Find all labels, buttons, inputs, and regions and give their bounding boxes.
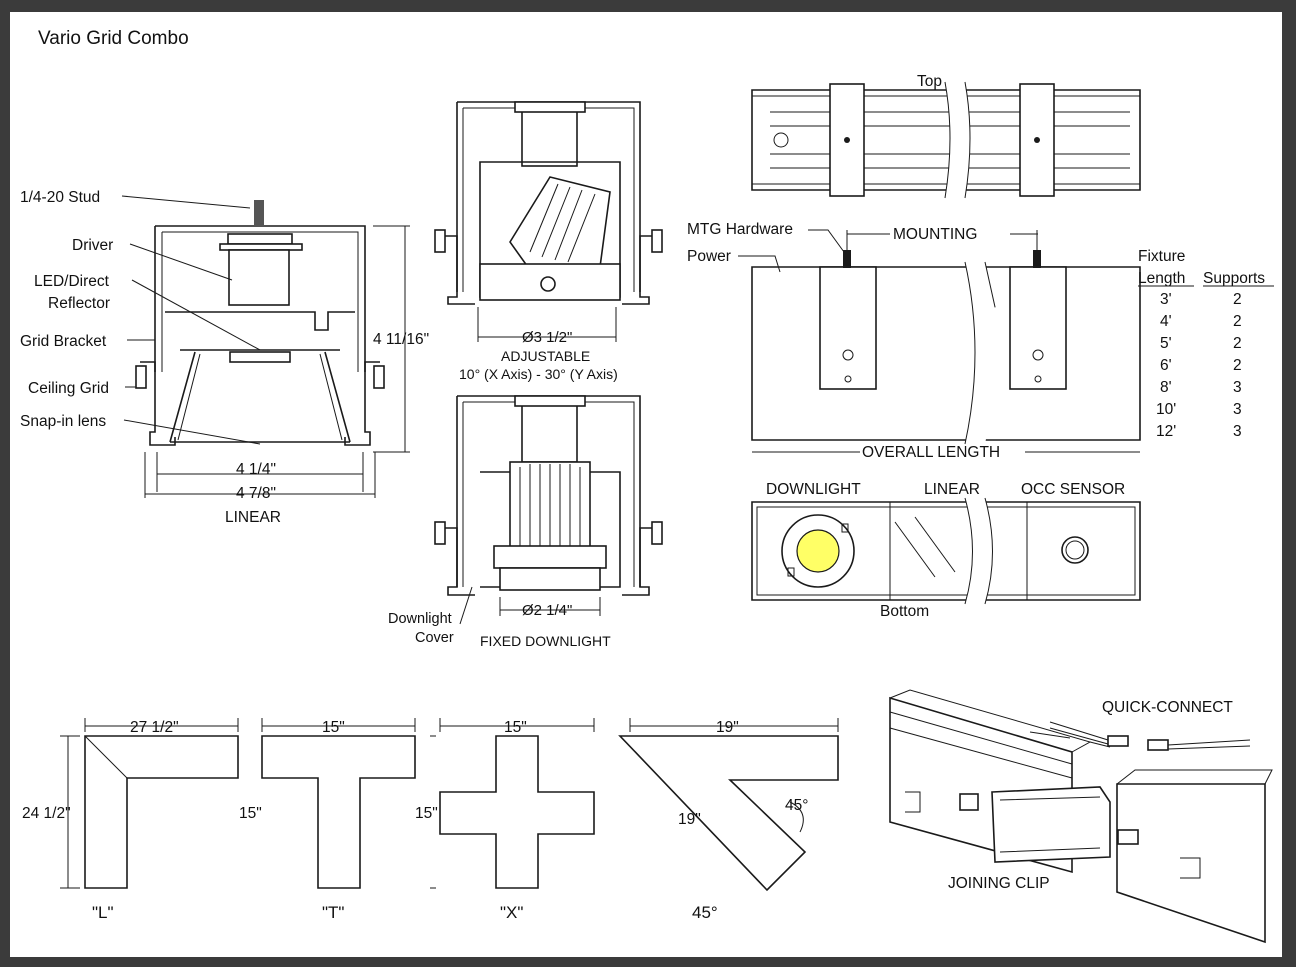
- callout-downlight: Downlight: [388, 611, 452, 627]
- label-occ-sensor: OCC SENSOR: [1021, 481, 1125, 498]
- config-45-shape: [618, 718, 839, 892]
- config-t-label: "T": [322, 903, 344, 922]
- stud-icon: [254, 200, 264, 226]
- config-45-label: 45°: [692, 903, 718, 922]
- config-l-label: "L": [92, 903, 114, 922]
- table-cell-length: 5': [1160, 335, 1172, 352]
- config-t-height: 15": [239, 805, 262, 822]
- config-45-angle: 45°: [785, 797, 808, 814]
- callout-led-direct: LED/Direct: [34, 273, 110, 290]
- label-quick-connect: QUICK-CONNECT: [1102, 699, 1233, 716]
- table-cell-length: 10': [1156, 401, 1176, 418]
- top-view: [751, 81, 1141, 199]
- caption-linear: LINEAR: [225, 509, 281, 526]
- table-cell-supports: 2: [1233, 335, 1242, 352]
- bottom-view: [751, 497, 1141, 605]
- config-x-width: 15": [504, 719, 527, 736]
- table-cell-length: 6': [1160, 357, 1172, 374]
- drawing-sheet: Vario Grid Combo 1/4-20 Stud Driver LED/…: [10, 12, 1282, 957]
- config-x-shape: [430, 718, 595, 889]
- label-overall-length: OVERALL LENGTH: [862, 444, 1000, 461]
- table-cell-supports: 2: [1233, 313, 1242, 330]
- label-mtg-hardware: MTG Hardware: [687, 221, 793, 238]
- callout-snap-in-lens: Snap-in lens: [20, 413, 106, 430]
- adjustable-cross-section: [434, 101, 663, 342]
- label-downlight: DOWNLIGHT: [766, 481, 861, 498]
- supports-table: Fixture Length Supports 3' 2 4' 2 5' 2 6…: [1138, 248, 1274, 440]
- table-cell-length: 3': [1160, 291, 1172, 308]
- dimension-outer-width: 4 7/8": [236, 485, 276, 502]
- table-cell-length: 12': [1156, 423, 1176, 440]
- adjustable-tilt-spec: 10° (X Axis) - 30° (Y Axis): [459, 366, 618, 382]
- config-t-shape: [261, 718, 416, 889]
- table-header-supports: Supports: [1203, 270, 1265, 287]
- label-bottom: Bottom: [880, 603, 929, 620]
- linear-cross-section: [121, 195, 410, 498]
- table-cell-length: 4': [1160, 313, 1172, 330]
- quick-connect-plug-icon: [1107, 735, 1129, 747]
- callout-driver: Driver: [72, 237, 113, 254]
- table-header-length: Length: [1138, 270, 1185, 287]
- table-cell-supports: 2: [1233, 357, 1242, 374]
- table-header-fixture: Fixture: [1138, 248, 1185, 265]
- mtg-hardware-icon: [1033, 250, 1041, 268]
- label-top: Top: [917, 73, 942, 90]
- spec-drawing: Vario Grid Combo 1/4-20 Stud Driver LED/…: [20, 28, 1274, 944]
- config-x-height: 15": [415, 805, 438, 822]
- label-joining-clip: JOINING CLIP: [948, 875, 1050, 892]
- config-45-side: 19": [678, 811, 701, 828]
- callout-reflector: Reflector: [48, 295, 110, 312]
- dimension-inner-width: 4 1/4": [236, 461, 276, 478]
- caption-fixed-downlight: FIXED DOWNLIGHT: [480, 633, 611, 649]
- callout-cover: Cover: [415, 630, 454, 646]
- config-t-width: 15": [322, 719, 345, 736]
- table-cell-length: 8': [1160, 379, 1172, 396]
- downlight-lens-icon: [796, 529, 840, 573]
- config-l-width: 27 1/2": [130, 719, 179, 736]
- label-mounting: MOUNTING: [893, 226, 977, 243]
- table-cell-supports: 3: [1233, 379, 1242, 396]
- quick-connect-plug-icon: [1147, 739, 1169, 751]
- label-power: Power: [687, 248, 731, 265]
- config-45-width: 19": [716, 719, 739, 736]
- callout-stud: 1/4-20 Stud: [20, 189, 100, 206]
- callout-ceiling-grid: Ceiling Grid: [28, 380, 109, 397]
- joining-detail: [889, 689, 1273, 944]
- page-title: Vario Grid Combo: [38, 28, 189, 49]
- joining-clip-icon: [959, 793, 979, 811]
- table-cell-supports: 3: [1233, 423, 1242, 440]
- config-x-label: "X": [500, 903, 523, 922]
- caption-adjustable: ADJUSTABLE: [501, 348, 590, 364]
- fixed-downlight-cross-section: [434, 395, 663, 625]
- config-l-height: 24 1/2": [22, 805, 71, 822]
- table-cell-supports: 3: [1233, 401, 1242, 418]
- dimension-adjustable-aperture: Ø3 1/2": [522, 329, 572, 346]
- dimension-height: 4 11/16": [373, 331, 429, 348]
- config-l-shape: [60, 718, 239, 889]
- table-cell-supports: 2: [1233, 291, 1242, 308]
- callout-grid-bracket: Grid Bracket: [20, 333, 107, 350]
- dimension-fixed-aperture: Ø2 1/4": [522, 602, 572, 619]
- label-linear: LINEAR: [924, 481, 980, 498]
- mtg-hardware-icon: [843, 250, 851, 268]
- side-view: [738, 229, 1141, 453]
